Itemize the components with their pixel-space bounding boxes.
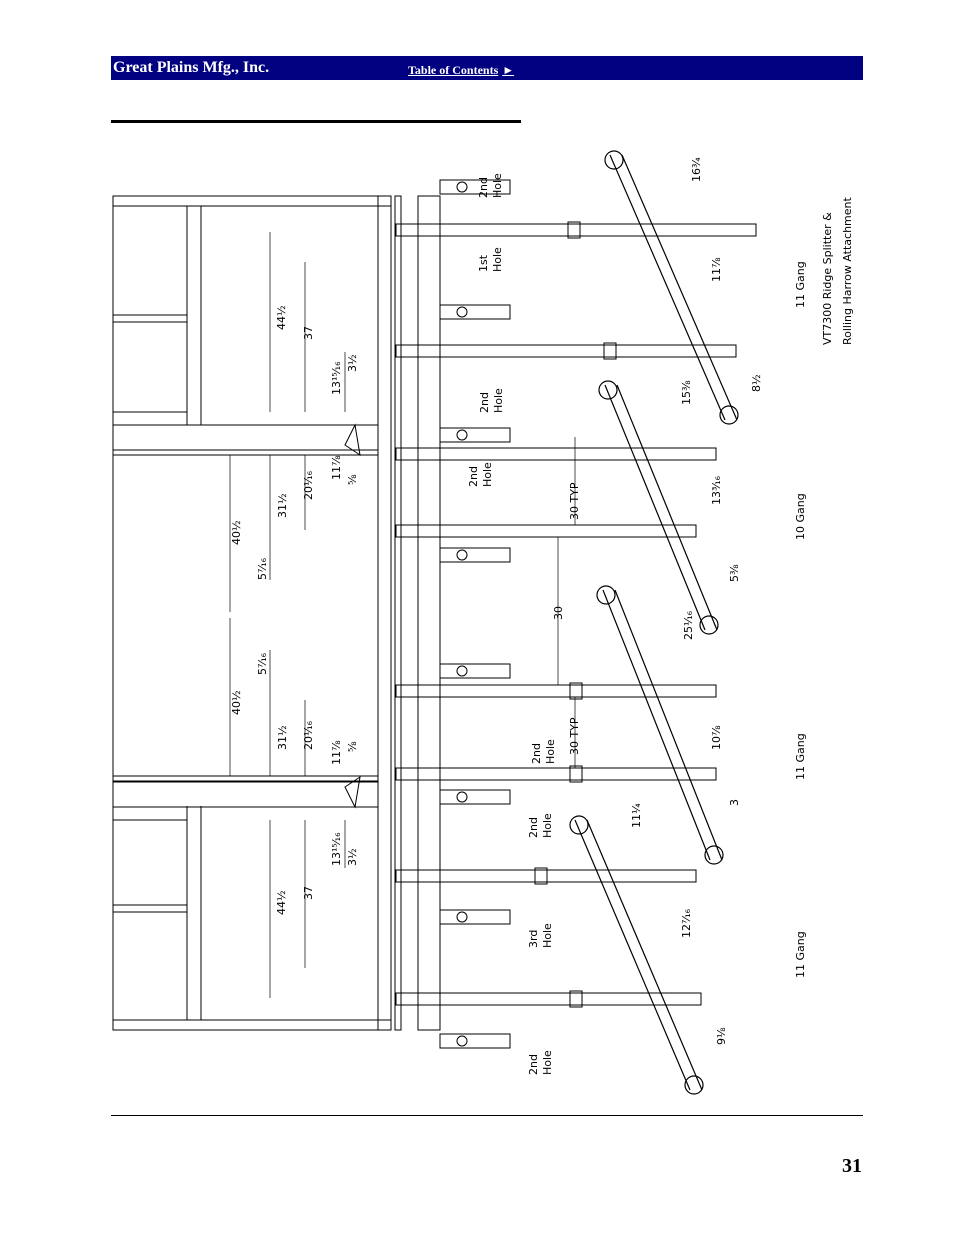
- toc-arrow-icon: ►: [502, 63, 515, 77]
- dim-20-1-16-top: 20¹⁄₁₆: [302, 470, 315, 500]
- dim-3-1-2-top: 3½: [346, 354, 359, 372]
- dim-5-3-8: 5⅜: [728, 564, 741, 582]
- hole-label-7a: 3rd: [527, 930, 540, 948]
- dim-30-typ-bottom: 30 TYP: [568, 717, 581, 755]
- dim-5-8-bottom: ⅝: [346, 741, 359, 752]
- dim-12-7-16: 12⁷⁄₁₆: [680, 908, 693, 938]
- hole-label-1a: 2nd: [477, 177, 490, 198]
- dim-30-typ-top: 30 TYP: [568, 482, 581, 520]
- header-bar: Great Plains Mfg., Inc. Table of Content…: [111, 56, 863, 80]
- dim-31-1-2-bottom: 31½: [276, 725, 289, 750]
- dim-44-5-bottom: 44½: [275, 890, 288, 915]
- hole-label-2b: Hole: [491, 247, 504, 272]
- dim-40-1-2-top: 40½: [230, 520, 243, 545]
- dim-30: 30: [552, 606, 565, 620]
- title-rule: [111, 120, 521, 123]
- hole-label-3a: 2nd: [478, 392, 491, 413]
- dim-16-3-4: 16¾: [690, 157, 703, 182]
- dim-13-3-16: 13³⁄₁₆: [710, 475, 723, 505]
- hole-label-7b: Hole: [541, 923, 554, 948]
- dim-20-1-16-bottom: 20¹⁄₁₆: [302, 720, 315, 750]
- footer-rule: [111, 1115, 863, 1116]
- caption-line-2: Rolling Harrow Attachment: [841, 196, 854, 345]
- gang-label-1: 11 Gang: [794, 261, 807, 308]
- hole-label-5b: Hole: [544, 739, 557, 764]
- dim-25-1-16: 25¹⁄₁₆: [682, 610, 695, 640]
- dim-15-3-8: 15⅜: [680, 380, 693, 405]
- dim-5-7-16-top: 5⁷⁄₁₆: [256, 557, 269, 580]
- hole-label-2a: 1st: [477, 254, 490, 272]
- dim-8-1-2: 8½: [750, 374, 763, 392]
- hole-label-4a: 2nd: [467, 466, 480, 487]
- dim-44-5-top: 44½: [275, 305, 288, 330]
- dim-10-7-8: 10⅞: [710, 725, 723, 750]
- hole-label-1b: Hole: [491, 173, 504, 198]
- dim-11-7-8-top: 11⅞: [330, 455, 343, 480]
- hole-label-3b: Hole: [492, 388, 505, 413]
- table-of-contents-link[interactable]: Table of Contents►: [408, 63, 514, 78]
- dim-3: 3: [728, 799, 741, 806]
- dim-13-15-16-bottom: 13¹⁵⁄₁₆: [330, 832, 343, 866]
- dim-37-top: 37: [302, 326, 315, 340]
- dim-11-7-8-gang: 11⅞: [710, 257, 723, 282]
- hole-label-8a: 2nd: [527, 1054, 540, 1075]
- caption-line-1: VT7300 Ridge Splitter &: [821, 212, 834, 345]
- dim-40-1-2-bottom: 40½: [230, 690, 243, 715]
- hole-label-8b: Hole: [541, 1050, 554, 1075]
- page-number: 31: [842, 1155, 862, 1177]
- dim-13-15-16-top: 13¹⁵⁄₁₆: [330, 361, 343, 395]
- hole-label-4b: Hole: [481, 462, 494, 487]
- hole-label-6a: 2nd: [527, 817, 540, 838]
- gang-label-3: 11 Gang: [794, 733, 807, 780]
- hole-label-6b: Hole: [541, 813, 554, 838]
- toc-label: Table of Contents: [408, 63, 499, 77]
- dim-37-bottom: 37: [302, 886, 315, 900]
- dim-5-8-top: ⅝: [346, 474, 359, 485]
- dim-3-1-2-bottom: 3½: [346, 848, 359, 866]
- dim-11-7-8-bottom: 11⅞: [330, 740, 343, 765]
- dim-9-1-8: 9⅛: [715, 1027, 728, 1045]
- gang-label-2: 10 Gang: [794, 493, 807, 540]
- dim-5-7-16-bottom: 5⁷⁄₁₆: [256, 652, 269, 675]
- gang-label-4: 11 Gang: [794, 931, 807, 978]
- company-name: Great Plains Mfg., Inc.: [113, 59, 270, 76]
- dim-31-1-2-top: 31½: [276, 493, 289, 518]
- hole-label-5a: 2nd: [530, 743, 543, 764]
- dim-11-1-4: 11¼: [630, 803, 643, 828]
